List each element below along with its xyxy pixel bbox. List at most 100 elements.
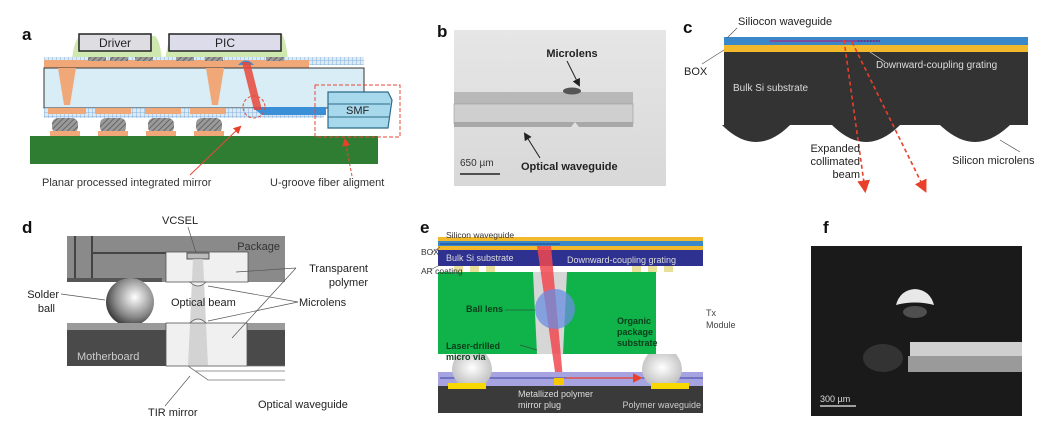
optical-waveguide-d [187,365,285,381]
organic-label-1: Organic [617,316,651,326]
bump [135,57,153,61]
ugroove-highlight [314,84,401,138]
waveguide-image-body [908,356,1022,372]
lens-shadow [903,306,927,318]
leader [430,246,441,254]
ar-pad [470,266,479,272]
copper-trace-top [44,60,309,68]
package-pad [67,278,162,282]
pic-label: PIC [215,36,235,50]
pad [48,108,86,114]
beam-label-d: Optical beam [171,297,236,309]
grating-label: Downward-coupling grating [876,60,997,71]
leader [231,267,297,339]
pad [98,131,128,136]
mirror-callout: Planar processed integrated mirror [42,177,212,189]
solder-ball-left [452,354,492,388]
waveguide-arrow [523,132,541,159]
optical-beam [242,62,262,110]
tx-label-1: Tx [706,308,716,318]
pad [448,383,486,389]
smf-fiber [327,91,393,129]
beam-ray-left [843,39,871,194]
microlens-shape [563,87,581,95]
solder-bump [148,118,174,133]
leader [207,301,299,322]
redistribution-layer-bottom [44,108,324,118]
organic-label-3: substrate [617,338,658,348]
panel-e: e Silicon waveguide BOX Bulk Si substrat… [420,218,736,413]
beam-label-2: collimated [810,156,860,168]
smf-label: SMF [346,105,370,117]
interposer-core [43,67,365,109]
solder-label-2: ball [38,303,55,315]
microlens-label-d: Microlens [299,297,347,309]
organic-label-2: package [617,327,653,337]
panel-f: f 300 µm [811,218,1022,416]
pad [95,108,131,114]
leader [207,285,299,303]
solder-ball [106,278,154,326]
panel-letter-a: a [22,25,32,44]
pad [50,131,80,136]
pcb-board [30,136,378,164]
ball-lens [535,289,575,329]
top-oxide [438,237,703,241]
scalebar-label-b: 650 µm [460,158,494,169]
substrate-label: Bulk Si substrate [733,83,808,94]
motherboard-right [247,330,285,366]
pad [651,383,689,389]
box-label-e: BOX [421,247,439,257]
via-label-1: Laser-drilled [446,341,500,351]
tir-label: TIR mirror [148,407,198,419]
motherboard-label: Motherboard [77,351,139,363]
panel-a: a [22,25,401,189]
vcsel-chip [186,252,210,260]
waveguide-label: Optical waveguide [521,161,618,173]
planar-waveguide [252,107,326,115]
pad [146,131,176,136]
box-layer-e [438,246,703,250]
panel-b: b Microlens Optical waveguide 650 µm [437,22,666,186]
silicon-waveguide-e [438,241,703,246]
microlens-top [189,281,207,287]
waveguide-body [453,103,634,125]
panel-d: d VCSEL Package Motherboard Solder ball … [22,215,368,419]
motherboard-e [438,386,703,413]
motherboard [67,330,167,366]
ar-pad [648,266,657,272]
bump [266,57,284,61]
panel-c: c Siliocon waveguide BOX Downward-coupli… [683,16,1035,194]
leader [235,267,297,273]
ar-pad [664,266,673,272]
metallized-mirror-plug [554,378,564,385]
waveguide-label-d: Optical waveguide [258,399,348,411]
box-layer [724,45,1028,52]
plug-label-1: Metallized polymer [518,389,593,399]
leader [869,51,886,63]
through-via [206,68,224,105]
waveguide-top-layer [454,92,633,106]
notch [571,122,579,127]
substrate-label-e: Bulk Si substrate [446,253,514,263]
panel-letter-e: e [420,218,429,237]
solder-ball-right [642,354,682,388]
ball-lens-label: Ball lens [466,304,503,314]
beam-label-3: beam [832,169,860,181]
solder-label-1: Solder [27,289,59,301]
panel-letter-b: b [437,22,447,41]
microlens-image [896,289,934,305]
polymer-wg-label: Polymer waveguide [622,400,701,410]
panel-letter-f: f [823,218,829,237]
pad [145,108,181,114]
solder-bump [196,118,222,133]
tx-label-2: Module [706,320,736,330]
through-via [58,68,76,105]
ugroove-callout-arrow [342,138,353,177]
bulk-si-substrate [722,52,1028,142]
bump [110,57,128,61]
panel-letter-c: c [683,18,692,37]
microlens-label-c: Silicon microlens [952,155,1035,167]
leader [429,264,441,271]
leader [999,139,1021,153]
